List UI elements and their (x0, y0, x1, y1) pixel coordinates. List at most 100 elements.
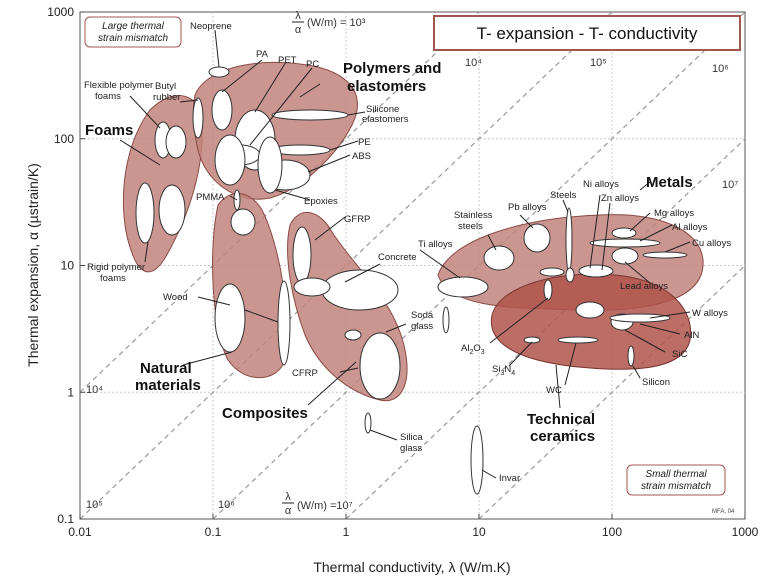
bubble-w-long (609, 313, 671, 323)
bubble-concrete-small (293, 277, 331, 297)
credit-text: MFA, 04 (712, 509, 735, 515)
bubble-epoxy (257, 136, 283, 194)
label-invar: Invar (499, 473, 520, 484)
guide-line (212, 11, 746, 520)
note-small-line2: strain mismatch (641, 481, 711, 492)
y-tick-label: 10 (61, 259, 75, 273)
label-pb: Pb alloys (508, 202, 547, 213)
label-stainless-2: steels (458, 221, 483, 232)
label-mg: Mg alloys (654, 208, 694, 219)
group-label-ceramics-line1: Technical (527, 411, 595, 428)
label-silicone-1: Silicone (366, 104, 399, 115)
y-axis-label: Thermal expansion, α (µstrain/K) (25, 163, 41, 367)
bubble-silicon (627, 345, 635, 367)
label-silica-2: glass (400, 443, 422, 454)
guide-line (79, 11, 480, 393)
y-tick-label: 1000 (47, 5, 74, 19)
bubble-ni-1 (539, 267, 565, 277)
group-label-natural-line2: materials (135, 377, 201, 394)
formula-bottom-text: (W/m) =10⁷ (297, 500, 353, 512)
bubble-wood (214, 283, 246, 353)
y-tick-label: 100 (54, 132, 74, 146)
guide-label-1e5-bottom: 10⁵ (86, 499, 103, 511)
y-tick-label: 1 (67, 385, 74, 399)
label-al2o3: Al2O3 (461, 343, 485, 356)
envelope-technical-ceramics (490, 273, 692, 370)
label-flex-foam-1: Flexible polymer (84, 80, 153, 91)
label-silica-1: Silica (400, 432, 423, 443)
label-aln: AlN (684, 330, 699, 341)
label-cu: Cu alloys (692, 238, 731, 249)
label-si3n4: Si3N4 (492, 364, 515, 377)
label-rigid-foam-1: Rigid polymer (87, 262, 145, 273)
guide-label-1e5-top: 10⁵ (590, 57, 607, 69)
label-stainless-1: Stainless (454, 210, 493, 221)
label-al: Al alloys (672, 222, 708, 233)
bubble-wood-small (230, 208, 256, 236)
bubble-pb (523, 223, 551, 253)
label-neoprene: Neoprene (190, 21, 232, 32)
label-wc: WC (546, 385, 562, 396)
guide-label-1e6-bottom: 10⁶ (218, 499, 235, 511)
note-large-strain: Large thermal strain mismatch (84, 16, 182, 48)
label-w: W alloys (692, 308, 728, 319)
note-small-line1: Small thermal (645, 469, 707, 480)
bubble-lead (611, 247, 639, 265)
x-tick-label: 1 (343, 525, 350, 539)
label-pc: PC (306, 59, 319, 70)
group-label-polymers-line2: elastomers (347, 78, 426, 95)
bubble-neoprene (208, 66, 230, 78)
bubble-wood-long (277, 280, 291, 366)
label-epoxies: Epoxies (304, 196, 338, 207)
label-ti: Ti alloys (418, 239, 453, 250)
formula-bottom-denominator: α (285, 505, 292, 517)
label-wood: Wood (163, 292, 188, 303)
label-sic: SiC (672, 349, 687, 360)
bubble-soda-glass (442, 306, 450, 334)
bubble-stainless (483, 245, 515, 271)
label-steels: Steels (550, 190, 577, 201)
x-tick-label: 10 (472, 525, 486, 539)
label-gfrp: GFRP (344, 214, 370, 225)
group-label-natural-line1: Natural (140, 360, 192, 377)
formula-top: λ α (W/m) = 10³ (292, 10, 366, 36)
x-tick-label: 0.1 (205, 525, 222, 539)
bubble-pa (211, 89, 233, 131)
label-silicon: Silicon (642, 377, 670, 388)
chart-title: T- expansion - T- conductivity (477, 24, 698, 43)
formula-bottom: λ α (W/m) =10⁷ (282, 491, 353, 517)
label-concrete: Concrete (378, 252, 417, 263)
group-labels: Foams Polymers and elastomers Natural ma… (85, 60, 693, 445)
label-pmma: PMMA (196, 192, 225, 203)
x-tick-label: 0.01 (68, 525, 92, 539)
bubble-rigid-foam-1 (135, 182, 155, 244)
guide-label-1e7-right: 10⁷ (722, 179, 738, 191)
label-butyl-2: rubber (153, 92, 180, 103)
note-small-strain: Small thermal strain mismatch (626, 464, 726, 496)
leader-lines (119, 29, 691, 479)
bubble-flex-foam-2 (165, 125, 187, 159)
guide-line (478, 265, 746, 520)
label-pe: PE (358, 137, 371, 148)
group-label-composites: Composites (222, 405, 308, 422)
bubble-pmma (214, 134, 246, 186)
label-zn: Zn alloys (601, 193, 639, 204)
x-tick-label: 1000 (732, 525, 759, 539)
bubble-al2o3 (543, 279, 553, 301)
note-large-line1: Large thermal (102, 21, 164, 32)
label-pa: PA (256, 49, 269, 60)
bubble-si3n4 (523, 336, 541, 344)
formula-top-numerator: λ (295, 10, 301, 22)
material-bubbles (135, 66, 688, 495)
label-lead: Lead alloys (620, 281, 668, 292)
label-flex-foam-2: foams (95, 91, 121, 102)
guide-label-1e6-top: 10⁶ (712, 63, 729, 75)
formula-top-denominator: α (295, 24, 302, 36)
label-abs: ABS (352, 151, 371, 162)
bubble-concrete (321, 269, 399, 311)
bubble-ti (437, 276, 489, 298)
bubble-wc (557, 336, 599, 344)
group-label-metals: Metals (646, 174, 693, 191)
bubble-silica-glass (364, 412, 372, 434)
